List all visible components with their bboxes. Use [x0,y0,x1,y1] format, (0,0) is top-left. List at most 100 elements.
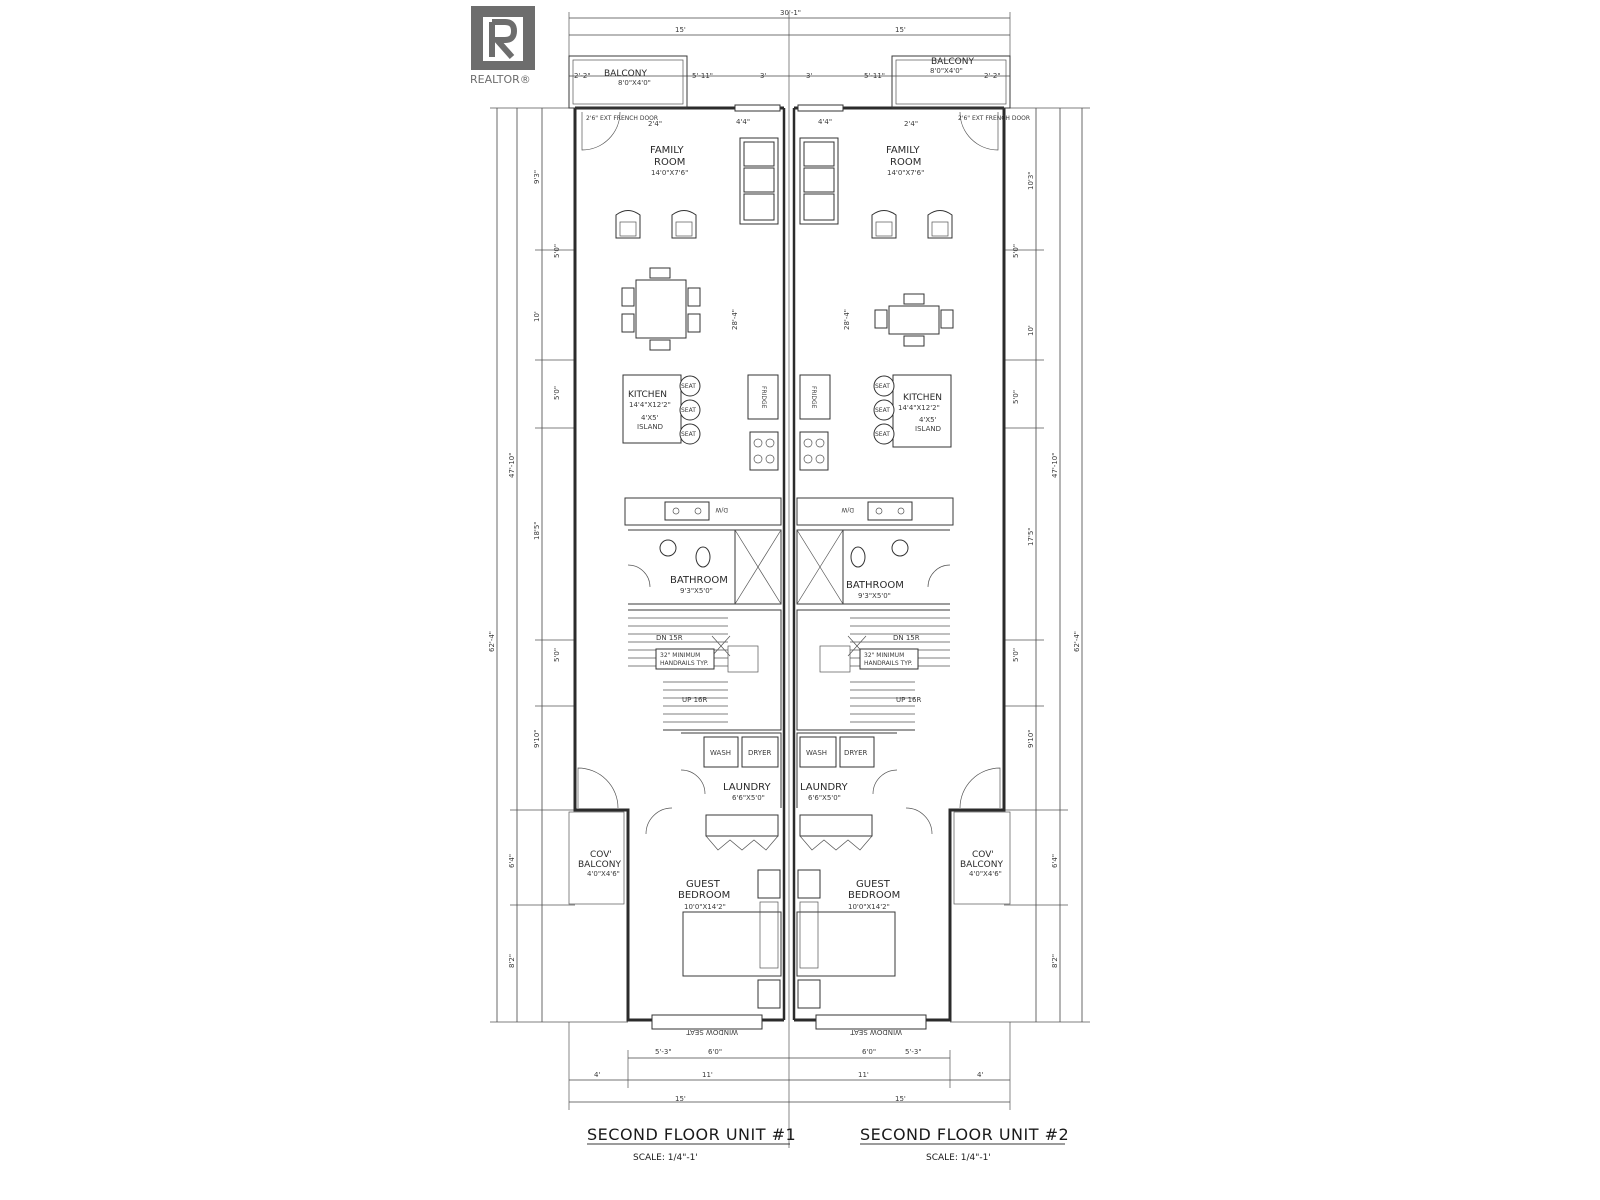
unit1-handrail-note-1: 32" MINIMUM [660,652,700,659]
left-dim-2: 5'0" [553,244,561,258]
unit1-bedroom-size: 10'0"X14'2" [684,903,726,911]
unit2-exterior-door [959,767,1001,809]
unit1-stairs-down: DN 15R [656,634,683,642]
unit1-island-size: 4'X5' [641,414,659,422]
unit1-washer-label: WASH [710,749,731,757]
unit1-cov-balcony-size: 4'0"X4'6" [587,870,620,878]
left-dim-8: 6'4" [508,854,516,868]
unit2-dining-table [874,293,954,347]
unit1-range [749,431,779,471]
unit2-bottom-dim-4: 4' [977,1071,983,1079]
unit2-exterior-wall [794,106,1006,1022]
unit1-window-dim: 4'4" [736,118,750,126]
unit1-family-room-label-2: ROOM [654,157,685,168]
unit2-family-room-size: 14'0"X7'6" [887,169,924,177]
unit1-bathroom: BATHROOM 9'3"X5'0" [627,529,782,605]
unit1-bathroom-size: 9'3"X5'0" [680,587,713,595]
unit2-handrail-note-2: HANDRAILS TYP. [864,660,913,667]
unit1-bottom-dim-2: 6'0" [708,1048,722,1056]
unit2-seat-1: SEAT [875,383,890,390]
unit2-seat-2: SEAT [875,407,890,414]
unit2-washer-label: WASH [806,749,827,757]
unit1-seat-3: SEAT [681,431,696,438]
unit2-fridge: FRIDGE [799,374,831,420]
unit2-bottom-dim-1: 6'0" [862,1048,876,1056]
right-dim-9: 8'2" [1051,954,1059,968]
unit2-balcony: BALCONY 8'0"X4'0" 3' 5'-11" 2'-2" [806,55,1011,109]
right-dim-2: 5'0" [1012,244,1020,258]
unit2-range [799,431,829,471]
right-dim-1: 10'3" [1027,171,1035,190]
unit1-guest-bedroom: GUEST BEDROOM 10'0"X14'2" [678,814,782,1009]
unit1-exterior-wall [573,106,784,1022]
left-dim-1: 9'3" [533,170,541,184]
right-dim-4: 5'0" [1012,390,1020,404]
unit1-bathroom-label: BATHROOM [670,575,728,586]
unit2-top-dim-3: 2'-2" [984,72,1001,80]
right-dim-3: 10' [1027,325,1035,336]
unit2-cov-balcony-label-2: BALCONY [960,860,1003,870]
left-interior-height-label: 47'-10" [508,453,516,478]
unit2-bottom-width-label: 15' [895,1095,906,1103]
unit1-bedroom-label: GUEST [686,879,721,890]
left-height-label: 62'-4" [488,631,496,652]
unit2-bedroom-label-2: BEDROOM [848,890,900,901]
unit1-bedroom-label-2: BEDROOM [678,890,730,901]
unit1-top-dim-1: 2'-2" [574,72,591,80]
unit2-top-dim-2: 5'-11" [864,72,885,80]
unit2-island-label: ISLAND [915,425,941,433]
right-dim-6: 5'0" [1012,648,1020,662]
unit2-fridge-label: FRIDGE [810,386,817,409]
unit1-kitchen-label: KITCHEN [628,390,667,400]
left-dim-3: 10' [533,311,541,322]
unit1-window-seat-label: WINDOW SEAT [686,1028,738,1036]
bottom-dimensions: 15' 15' [568,1022,1011,1110]
unit1-fridge: FRIDGE [747,374,779,420]
unit2-handrail-note-1: 32" MINIMUM [864,652,904,659]
unit1-island-label: ISLAND [637,423,663,431]
unit2-seat-3: SEAT [875,431,890,438]
unit2-kitchen-label: KITCHEN [903,393,942,403]
unit1-bottom-dim-4: 11' [702,1071,713,1079]
unit1-handrail-note-2: HANDRAILS TYP. [660,660,709,667]
unit2-french-door-label: 2'6" EXT FRENCH DOOR [958,115,1030,122]
right-dim-8: 6'4" [1051,854,1059,868]
unit2-door-dim: 2'4" [904,120,918,128]
overall-top-dimension: 30'-1" 15' 15' [568,9,1011,1148]
unit-2: BALCONY 8'0"X4'0" 3' 5'-11" 2'-2" 4'4" 2… [794,55,1069,1163]
unit1-seat-2: SEAT [681,407,696,414]
unit1-bottom-dim-3: 4' [594,1071,600,1079]
unit1-bottom-dim-1: 5'-3" [655,1048,672,1056]
unit2-guest-bedroom: GUEST BEDROOM 10'0"X14'2" [796,814,900,1009]
right-height-label: 62'-4" [1073,631,1081,652]
right-interior-height-label: 47'-10" [1051,453,1059,478]
unit2-laundry: WASH DRYER LAUNDRY 6'6"X5'0" [796,732,898,808]
unit2-cov-balcony: COV' BALCONY 4'0"X4'6" [953,811,1011,905]
unit2-title: SECOND FLOOR UNIT #2 [860,1125,1069,1144]
unit2-top-width-label: 15' [895,26,906,34]
left-dimensions: 62'-4" 47'-10" 9'3" 5'0" 10' 5'0" 18'5" … [488,107,628,1023]
realtor-logo-text: REALTOR® [470,73,531,86]
unit2-family-room-label-2: ROOM [890,157,921,168]
right-dim-5: 17'5" [1027,527,1035,546]
unit2-dryer-label: DRYER [844,749,868,757]
unit2-window-seat: WINDOW SEAT [815,1014,927,1036]
unit1-kitchen-counter: D/W [624,497,782,526]
unit2-cov-balcony-size: 4'0"X4'6" [969,870,1002,878]
unit1-stairs: DN 15R 32" MINIMUM HANDRAILS TYP. UP 16R [628,609,782,731]
unit1-dining-table [621,267,701,351]
unit1-top-dim-3: 3' [760,72,766,80]
unit1-kitchen-size: 14'4"X12'2" [629,401,671,409]
unit2-stairs: DN 15R 32" MINIMUM HANDRAILS TYP. UP 16R [796,609,950,731]
unit1-family-room-size: 14'0"X7'6" [651,169,688,177]
unit1-family-room-label: FAMILY [650,145,684,156]
unit1-window-seat: WINDOW SEAT [651,1014,763,1036]
unit1-laundry-label: LAUNDRY [723,782,771,793]
unit2-kitchen-counter: D/W [796,497,954,526]
unit1-french-door-label: 2'6" EXT FRENCH DOOR [586,115,658,122]
unit1-title: SECOND FLOOR UNIT #1 [587,1125,796,1144]
unit2-center-length: 28'-4" [843,309,851,330]
unit2-window-dim: 4'4" [818,118,832,126]
right-dimensions: 62'-4" 47'-10" 10'3" 5'0" 10' 5'0" 17'5"… [950,107,1090,1023]
